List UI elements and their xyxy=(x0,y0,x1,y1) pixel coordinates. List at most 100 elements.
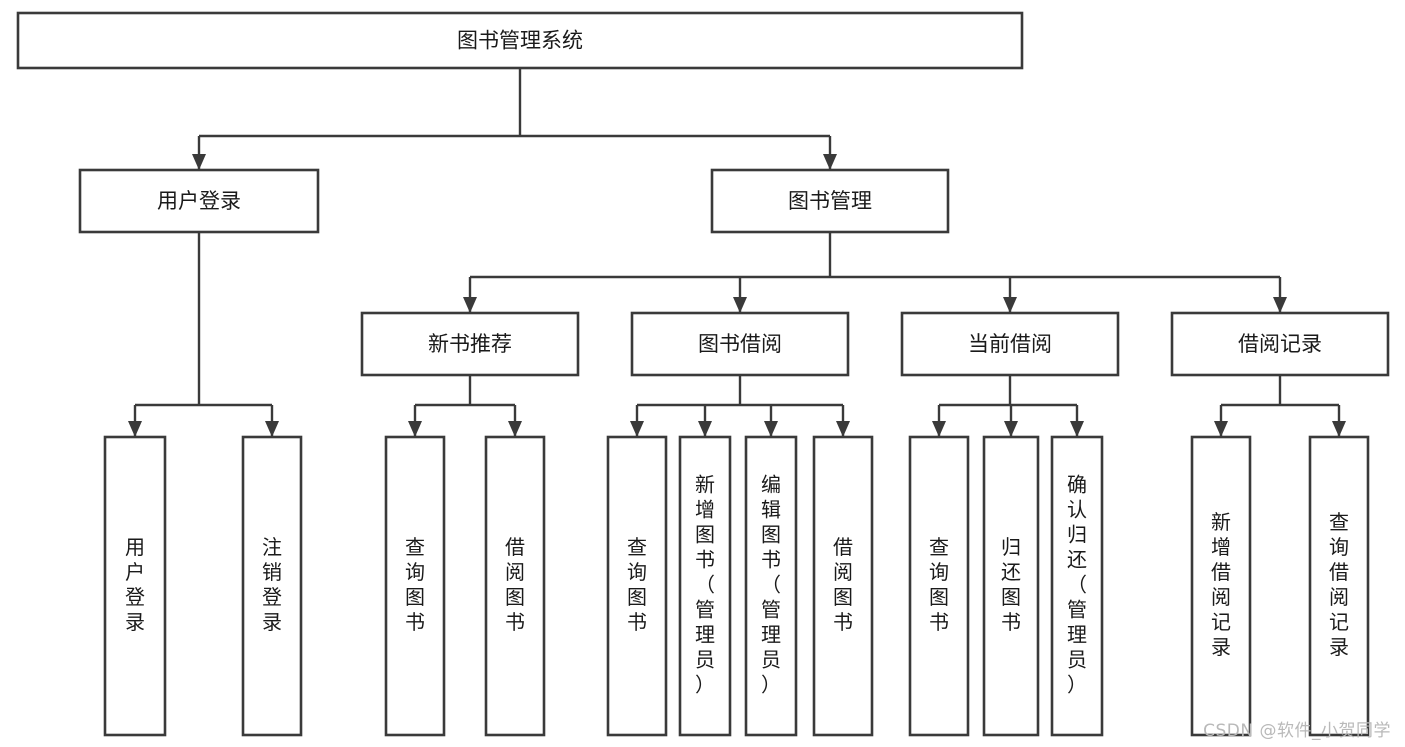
node-label-char: 图 xyxy=(929,585,949,609)
arrow-head xyxy=(764,421,778,437)
node-box xyxy=(16,11,1024,70)
node-box xyxy=(1190,435,1252,737)
node-label-char: （ xyxy=(761,573,781,597)
node-label-char: 还 xyxy=(1001,560,1021,584)
node-label: 图书管理系统 xyxy=(457,29,583,53)
node-label: 图书管理 xyxy=(788,189,872,213)
arrow-head xyxy=(265,421,279,437)
node-box xyxy=(900,311,1120,377)
node-leaf-leaf-user-login[interactable]: 用户登录 xyxy=(103,435,167,737)
arrow-head xyxy=(630,421,644,437)
node-label-char: 销 xyxy=(262,560,282,584)
arrow-head xyxy=(1214,421,1228,437)
node-box xyxy=(103,435,167,737)
node-label-char: 登 xyxy=(125,585,145,609)
node-label-char: 户 xyxy=(125,560,145,584)
node-label: 当前借阅 xyxy=(968,332,1052,356)
node-label-char: 借 xyxy=(1211,560,1231,584)
node-label-char: 询 xyxy=(929,560,949,584)
node-label-char: 书 xyxy=(505,610,525,634)
node-box xyxy=(606,435,668,737)
node-level3-book-borrow[interactable]: 图书借阅 xyxy=(630,311,850,377)
node-box xyxy=(484,435,546,737)
node-box xyxy=(678,435,732,737)
node-box xyxy=(982,435,1040,737)
node-label-char: 书 xyxy=(761,548,781,572)
arrow-head xyxy=(733,297,747,313)
node-label-char: 书 xyxy=(405,610,425,634)
node-box xyxy=(812,435,874,737)
node-label-char: 记 xyxy=(1329,610,1349,634)
node-label-char: 注 xyxy=(262,535,282,559)
node-label-char: 阅 xyxy=(833,560,853,584)
node-label-char: 书 xyxy=(695,548,715,572)
node-label-char: 录 xyxy=(125,610,145,634)
node-label-char: 增 xyxy=(1211,535,1231,559)
node-label-char: 查 xyxy=(929,535,949,559)
node-label-char: 图 xyxy=(627,585,647,609)
node-box xyxy=(384,435,446,737)
arrow-head xyxy=(408,421,422,437)
node-label-char: 理 xyxy=(761,623,781,647)
node-label-char: 借 xyxy=(833,535,853,559)
node-label-char: 查 xyxy=(405,535,425,559)
node-label-char: 员 xyxy=(695,648,715,672)
node-label-char: 确 xyxy=(1067,473,1087,497)
node-label: 用户登录 xyxy=(157,189,241,213)
arrow-head xyxy=(1003,297,1017,313)
node-label-char: 辑 xyxy=(761,498,781,522)
node-label-char: 询 xyxy=(1329,535,1349,559)
node-label-char: 录 xyxy=(1211,635,1231,659)
node-label-char: 录 xyxy=(262,610,282,634)
node-label-char: 认 xyxy=(1067,498,1087,522)
node-label-char: 图 xyxy=(761,523,781,547)
node-label-char: 阅 xyxy=(1329,585,1349,609)
node-level2-book-manage[interactable]: 图书管理 xyxy=(710,168,950,234)
node-label-char: 用 xyxy=(125,535,145,559)
node-box xyxy=(630,311,850,377)
node-level2-user-login[interactable]: 用户登录 xyxy=(78,168,320,234)
node-label-char: ） xyxy=(695,673,715,697)
node-box xyxy=(1170,311,1390,377)
node-label-char: 员 xyxy=(761,648,781,672)
node-label-char: 询 xyxy=(627,560,647,584)
node-label-char: 图 xyxy=(1001,585,1021,609)
node-label-char: ） xyxy=(1067,673,1087,697)
node-level3-borrow-record[interactable]: 借阅记录 xyxy=(1170,311,1390,377)
node-level3-current-borrow[interactable]: 当前借阅 xyxy=(900,311,1120,377)
node-label-char: 理 xyxy=(1067,623,1087,647)
node-box xyxy=(710,168,950,234)
node-label-char: 查 xyxy=(627,535,647,559)
node-box xyxy=(360,311,580,377)
node-box xyxy=(908,435,970,737)
node-label-char: 理 xyxy=(695,623,715,647)
node-label-char: 管 xyxy=(1067,598,1087,622)
node-label-char: 借 xyxy=(1329,560,1349,584)
node-root-root[interactable]: 图书管理系统 xyxy=(16,11,1024,70)
node-label-char: 新 xyxy=(695,473,715,497)
node-level3-new-book-rec[interactable]: 新书推荐 xyxy=(360,311,580,377)
arrow-head xyxy=(192,154,206,170)
node-label-char: 书 xyxy=(1001,610,1021,634)
node-label-char: 书 xyxy=(929,610,949,634)
node-label-char: 管 xyxy=(695,598,715,622)
arrow-head xyxy=(932,421,946,437)
node-label: 图书借阅 xyxy=(698,332,782,356)
node-label: 新书推荐 xyxy=(428,332,512,356)
node-label-char: 询 xyxy=(405,560,425,584)
node-label: 借阅记录 xyxy=(1238,332,1322,356)
